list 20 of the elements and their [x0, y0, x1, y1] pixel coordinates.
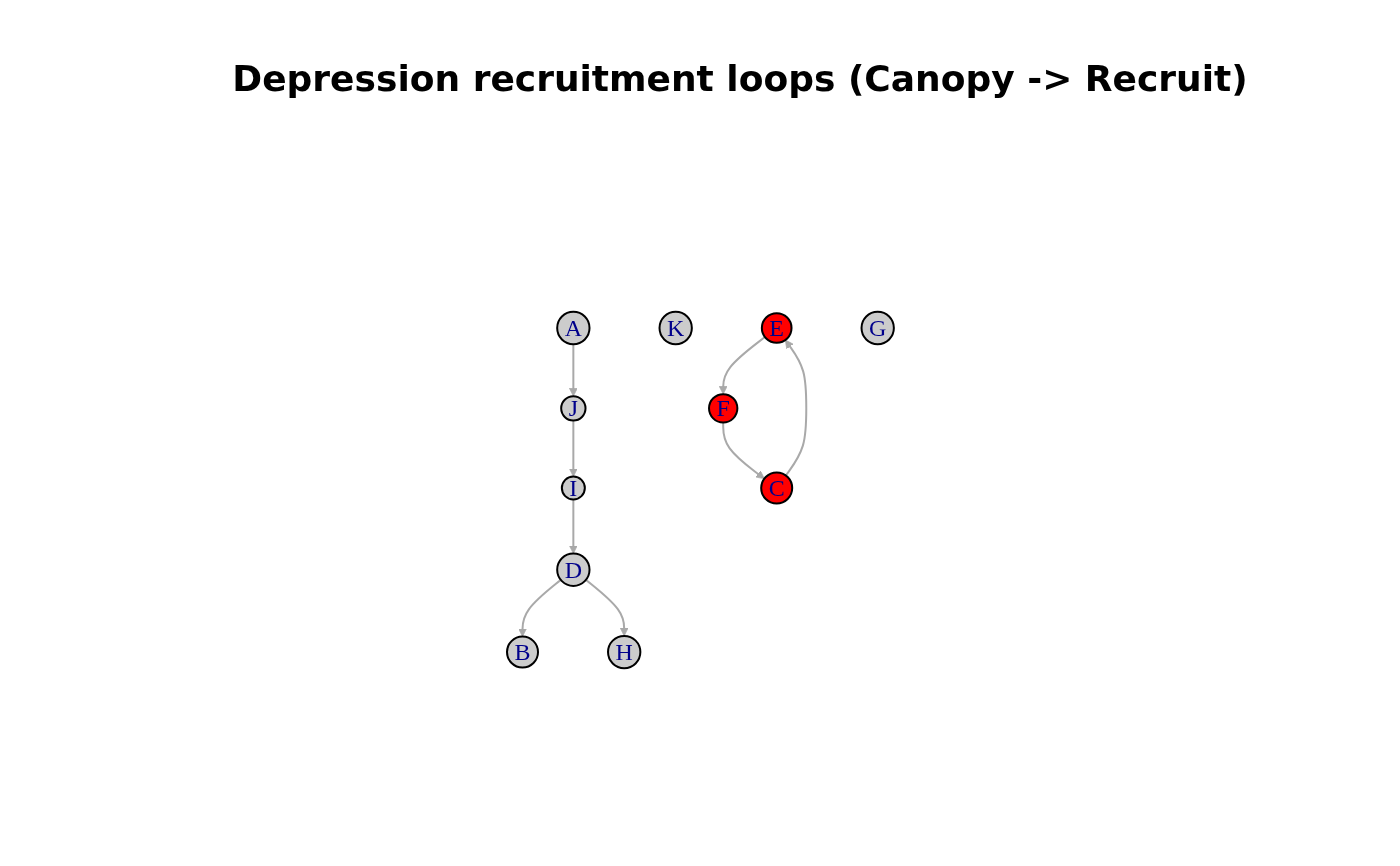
- node-circle: F: [707, 393, 738, 424]
- node-circle: I: [560, 475, 586, 501]
- diagram-title: Depression recruitment loops (Canopy -> Recruit): [231, 58, 1249, 99]
- arrow: [568, 419, 578, 477]
- node-circle: D: [555, 552, 591, 587]
- arrow: [721, 421, 765, 480]
- arrow: [517, 578, 562, 637]
- arrow: [568, 343, 578, 397]
- node-circle: A: [555, 310, 591, 346]
- node-circle: J: [559, 395, 587, 422]
- node-circle: H: [606, 634, 641, 670]
- node-circle: C: [759, 471, 793, 505]
- arrow: [568, 498, 578, 554]
- node-circle: E: [760, 312, 793, 344]
- arrow: [784, 339, 807, 477]
- node-circle: G: [860, 310, 895, 346]
- arrow: [584, 578, 629, 637]
- node-circle: K: [658, 310, 693, 346]
- node-circle: B: [505, 635, 539, 669]
- arrow: [718, 336, 766, 395]
